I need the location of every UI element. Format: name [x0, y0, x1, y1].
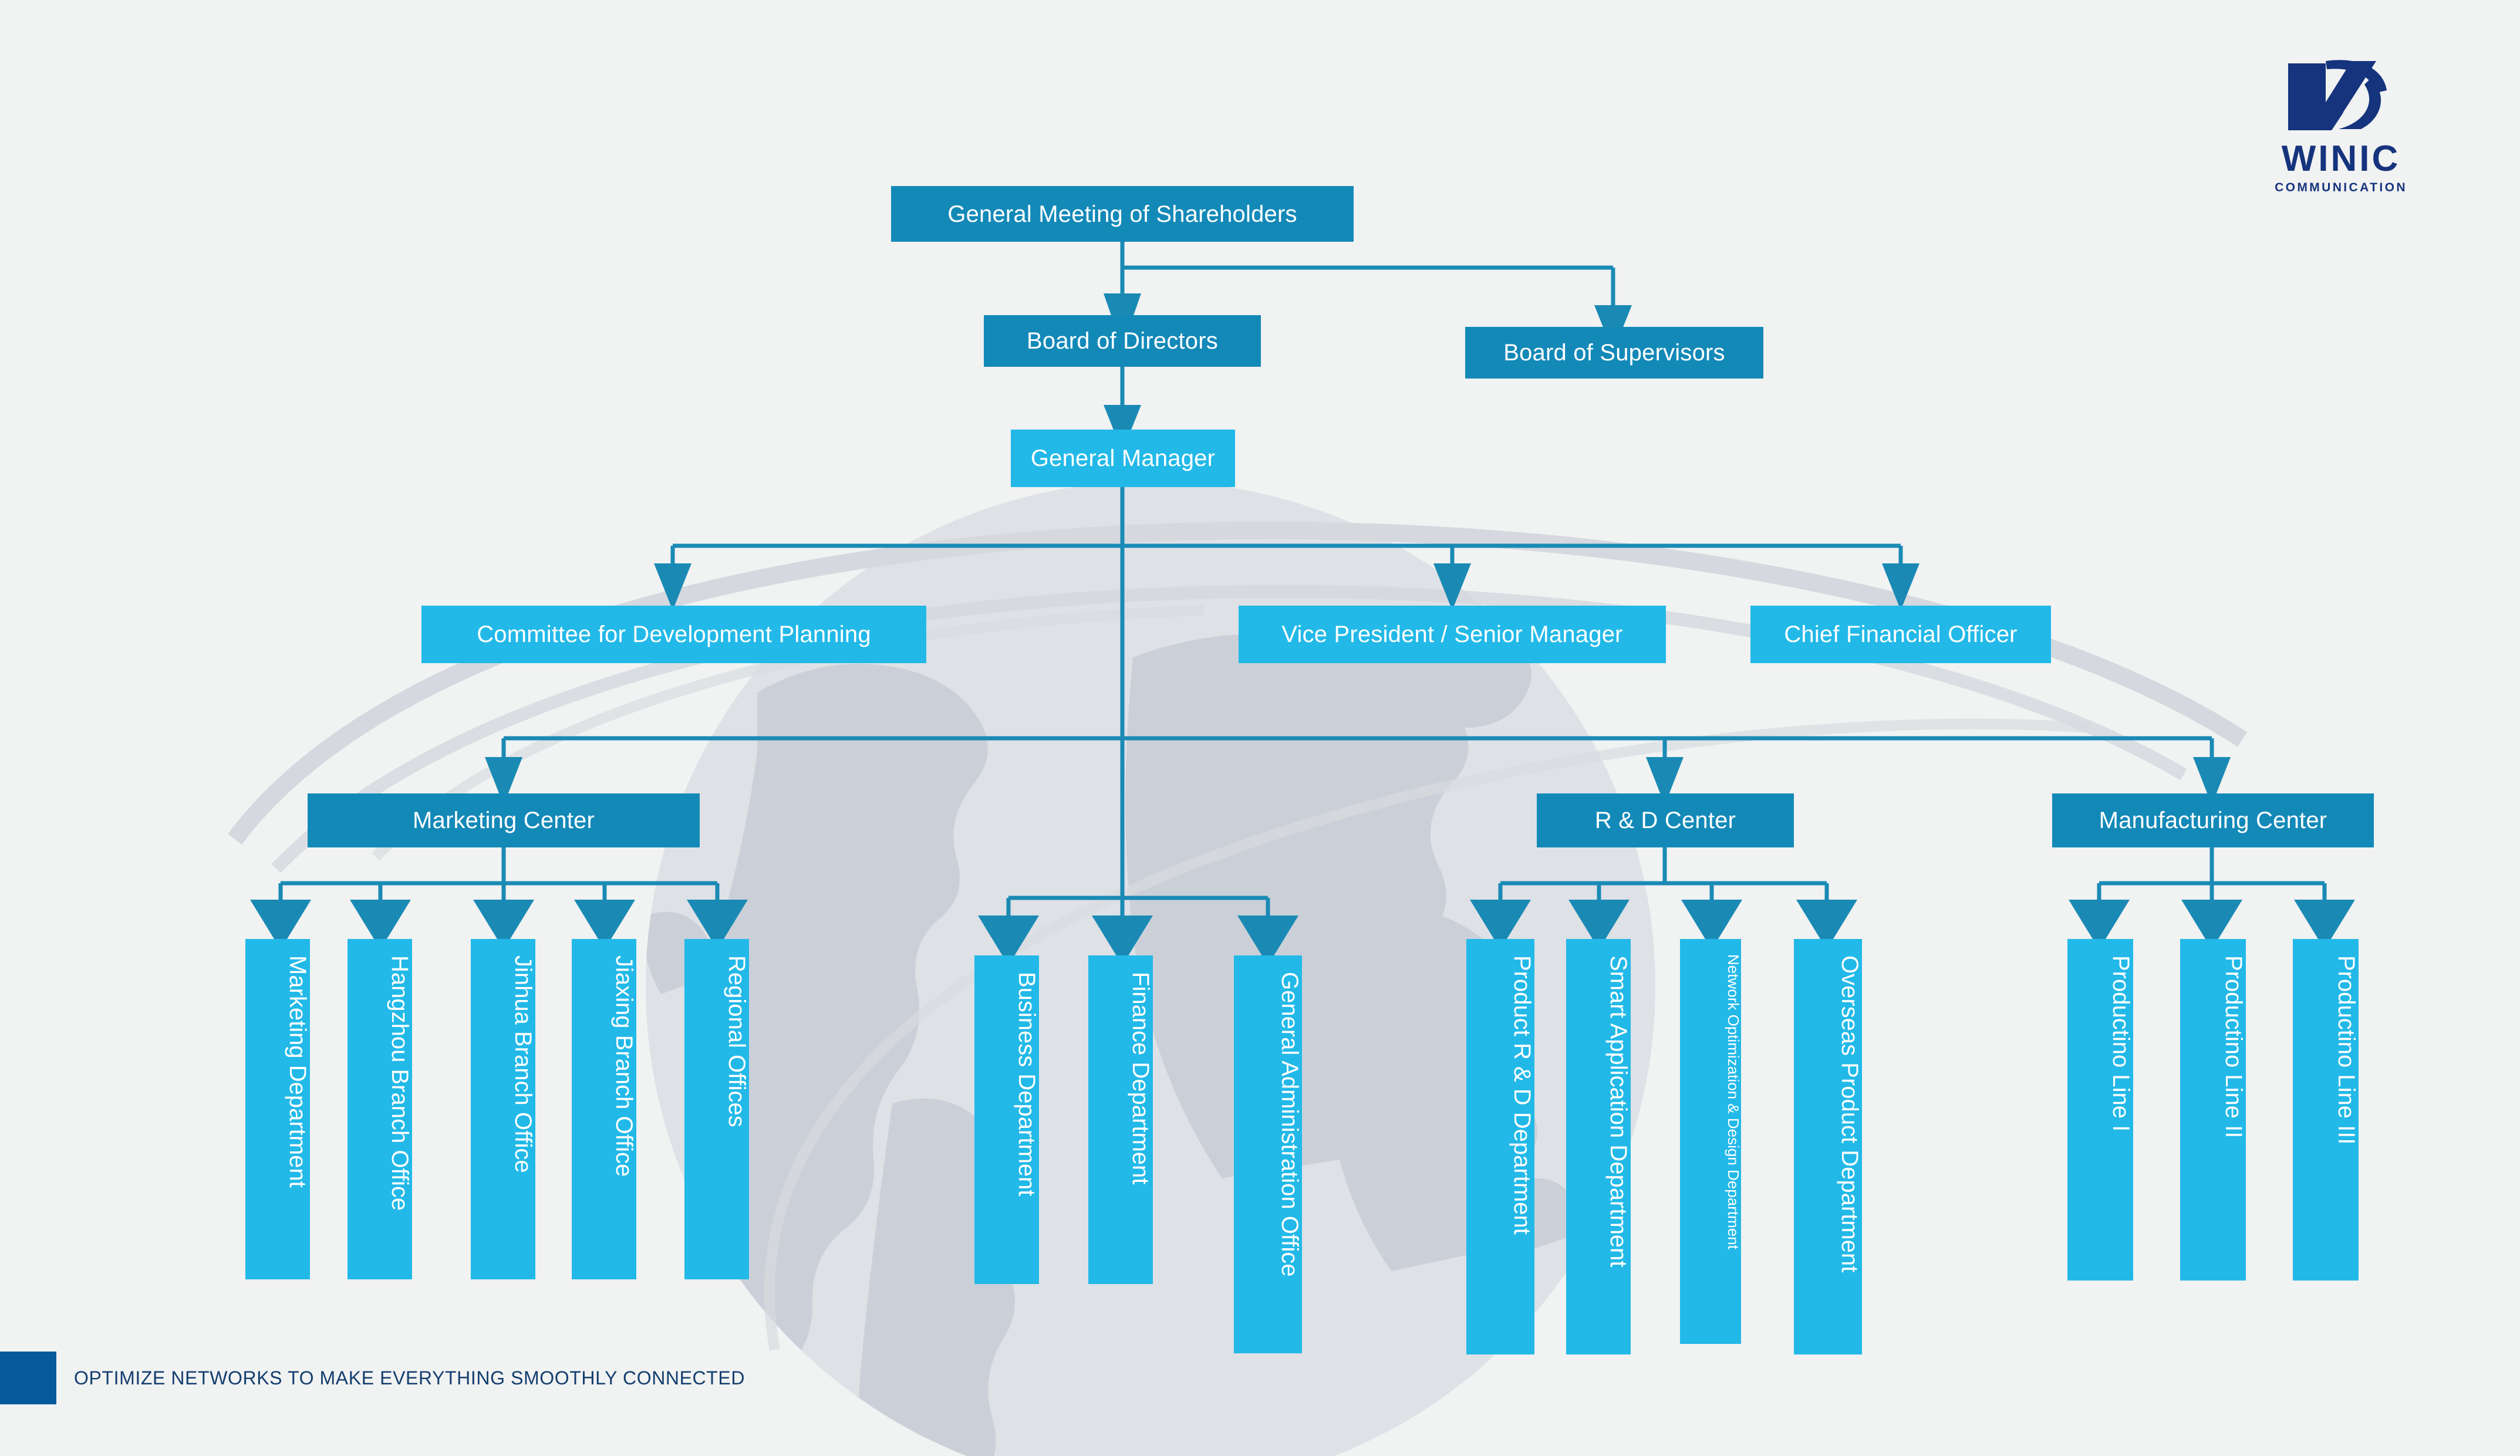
node-jiaxing-branch-office[interactable]: Jiaxing Branch Office	[572, 939, 637, 1279]
node-label: Manufacturing Center	[2099, 808, 2327, 833]
node-manufacturing-center[interactable]: Manufacturing Center	[2052, 793, 2374, 847]
footer-tagline: OPTIMIZE NETWORKS TO MAKE EVERYTHING SMO…	[74, 1367, 745, 1389]
node-marketing-center[interactable]: Marketing Center	[308, 793, 700, 847]
node-rd-center[interactable]: R & D Center	[1537, 793, 1794, 847]
node-label: Board of Supervisors	[1503, 340, 1725, 366]
node-label: Network Optimization & Design Department	[1725, 954, 1742, 1249]
node-general-meeting-of-shareholders[interactable]: General Meeting of Shareholders	[891, 186, 1354, 242]
node-label: Regional Offices	[724, 955, 750, 1127]
node-general-manager[interactable]: General Manager	[1011, 430, 1235, 487]
node-board-of-directors[interactable]: Board of Directors	[984, 315, 1261, 367]
node-general-administration-office[interactable]: General Administration Office	[1234, 955, 1303, 1353]
node-board-of-supervisors[interactable]: Board of Supervisors	[1465, 327, 1763, 379]
node-label: Finance Department	[1128, 972, 1153, 1185]
node-label: Overseas Product Department	[1837, 955, 1863, 1273]
node-productino-line-i[interactable]: Productino Line I	[2067, 939, 2134, 1281]
node-label: Smart Application Department	[1605, 955, 1631, 1268]
footer-bar: OPTIMIZE NETWORKS TO MAKE EVERYTHING SMO…	[0, 1352, 745, 1404]
node-finance-department[interactable]: Finance Department	[1088, 955, 1153, 1284]
node-label: Jinhua Branch Office	[510, 955, 536, 1173]
node-productino-line-ii[interactable]: Productino Line II	[2180, 939, 2246, 1281]
node-label: Committee for Development Planning	[477, 621, 871, 647]
node-vice-president-senior-manager[interactable]: Vice President / Senior Manager	[1239, 606, 1666, 663]
node-label: Business Department	[1014, 972, 1040, 1197]
node-label: Product R & D Department	[1509, 955, 1535, 1235]
node-label: R & D Center	[1594, 808, 1736, 833]
node-chief-financial-officer[interactable]: Chief Financial Officer	[1750, 606, 2051, 663]
node-label: Productino Line II	[2221, 955, 2246, 1139]
node-label: Marketing Department	[285, 955, 311, 1188]
node-label: Productino Line I	[2108, 955, 2134, 1132]
node-label: Hangzhou Branch Office	[387, 955, 413, 1211]
node-jinhua-branch-office[interactable]: Jinhua Branch Office	[471, 939, 536, 1279]
node-business-department[interactable]: Business Department	[974, 955, 1040, 1284]
node-committee-for-development-planning[interactable]: Committee for Development Planning	[421, 606, 926, 663]
brand-wordmark: WINIC	[2281, 138, 2401, 179]
node-product-rd-department[interactable]: Product R & D Department	[1466, 939, 1535, 1354]
node-label: Vice President / Senior Manager	[1281, 621, 1623, 647]
node-smart-application-department[interactable]: Smart Application Department	[1566, 939, 1631, 1354]
node-label: General Administration Office	[1277, 972, 1303, 1277]
node-label: General Manager	[1030, 445, 1216, 471]
node-label: Productino Line III	[2333, 955, 2359, 1145]
winic-wd-monogram-icon	[2288, 60, 2387, 130]
node-network-optimization-design-department[interactable]: Network Optimization & Design Department	[1680, 939, 1742, 1344]
node-label: Marketing Center	[413, 808, 595, 833]
node-marketing-department[interactable]: Marketing Department	[245, 939, 311, 1279]
brand-logo: WINIC COMMUNICATION	[2244, 59, 2438, 194]
node-label: Board of Directors	[1027, 328, 1218, 354]
brand-subwordmark: COMMUNICATION	[2275, 181, 2407, 194]
node-regional-offices[interactable]: Regional Offices	[684, 939, 750, 1279]
node-hangzhou-branch-office[interactable]: Hangzhou Branch Office	[348, 939, 413, 1279]
node-overseas-product-department[interactable]: Overseas Product Department	[1794, 939, 1863, 1354]
node-label: Chief Financial Officer	[1784, 621, 2018, 647]
node-label: Jiaxing Branch Office	[611, 955, 637, 1177]
node-productino-line-iii[interactable]: Productino Line III	[2293, 939, 2359, 1281]
footer-color-swatch	[0, 1352, 56, 1404]
node-label: General Meeting of Shareholders	[947, 201, 1297, 227]
